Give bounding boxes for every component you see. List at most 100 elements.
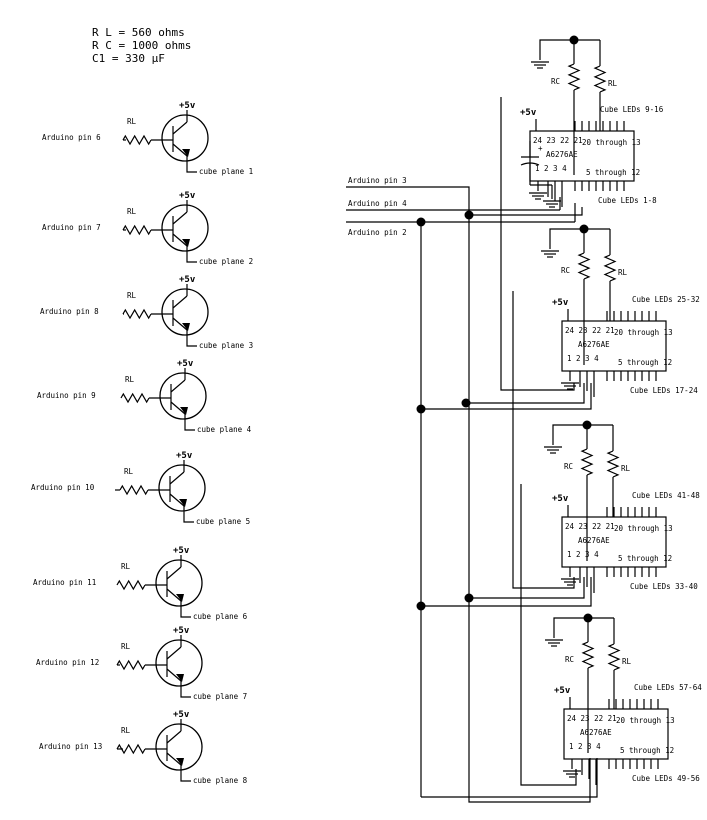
output-wire bbox=[180, 601, 191, 618]
cube-plane-label: cube plane 7 bbox=[193, 692, 247, 701]
arduino-pin-label: Arduino pin 8 bbox=[40, 307, 99, 316]
output-wire bbox=[186, 156, 197, 173]
pin3-bus bbox=[346, 186, 591, 803]
rl-resistor-icon bbox=[607, 643, 621, 671]
emitter-arrow-icon bbox=[176, 674, 184, 682]
supply-label: +5v bbox=[179, 275, 196, 285]
cube-plane-label: cube plane 5 bbox=[196, 517, 250, 526]
arduino-pin-label: Arduino pin 12 bbox=[36, 658, 99, 667]
emitter-lead bbox=[166, 668, 182, 682]
chip-pins-bottom: 1 2 3 4 bbox=[535, 164, 567, 173]
transistor-stage: Arduino pin 8 RL +5v cube plane 3 bbox=[40, 275, 253, 350]
arduino-pin-label: Arduino pin 10 bbox=[31, 483, 95, 492]
ground-icon bbox=[563, 770, 581, 778]
rl-label: RL bbox=[608, 79, 618, 88]
resistor-label: RL bbox=[127, 207, 137, 216]
transistor-stage: Arduino pin 12 RL +5v cube plane 7 bbox=[36, 626, 247, 701]
chip-range-top: 20 through 13 bbox=[582, 138, 641, 147]
rl-resistor-icon bbox=[606, 450, 620, 478]
rl-resistor-icon bbox=[122, 134, 152, 146]
cube-leds-label: Cube LEDs 1-8 bbox=[598, 196, 657, 205]
npn-transistor-icon bbox=[155, 723, 203, 771]
cube-leds-label: Cube LEDs 25-32 bbox=[632, 295, 700, 304]
chip-pins-top: 24 23 22 21 bbox=[567, 714, 617, 723]
chip-range-top: 20 through 13 bbox=[614, 524, 673, 533]
supply-label: +5v bbox=[552, 494, 569, 504]
rl-resistor-icon bbox=[119, 484, 149, 496]
ground-icon bbox=[541, 250, 559, 258]
emitter-arrow-icon bbox=[179, 499, 187, 507]
chip-range-bottom: 5 through 12 bbox=[586, 168, 640, 177]
legend-rl: R L = 560 ohms bbox=[92, 26, 185, 39]
cube-leds-label: Cube LEDs 57-64 bbox=[634, 683, 702, 692]
ground-node-wire bbox=[553, 617, 588, 638]
npn-transistor-icon bbox=[159, 372, 207, 420]
chip-pins-top: 24 23 22 21 bbox=[533, 136, 583, 145]
resistor-label: RL bbox=[127, 291, 137, 300]
supply-label: +5v bbox=[173, 626, 190, 636]
ground-node-wire bbox=[549, 228, 584, 249]
chip-pins-bottom: 1 2 3 4 bbox=[567, 354, 599, 363]
bus-input-label: Arduino pin 2 bbox=[348, 228, 407, 237]
chip-pins-top: 24 23 22 21 bbox=[565, 326, 615, 335]
interconnect-wire bbox=[500, 97, 575, 391]
junction-dot bbox=[461, 398, 471, 408]
emitter-arrow-icon bbox=[182, 149, 190, 157]
output-wire bbox=[184, 414, 195, 431]
cube-plane-label: cube plane 1 bbox=[199, 167, 253, 176]
cube-plane-label: cube plane 4 bbox=[197, 425, 252, 434]
emitter-arrow-icon bbox=[180, 407, 188, 415]
ground-icon bbox=[544, 446, 562, 454]
npn-transistor-icon bbox=[161, 204, 209, 252]
cube-plane-label: cube plane 3 bbox=[199, 341, 253, 350]
chip-range-bottom: 5 through 12 bbox=[618, 358, 672, 367]
rl-label: RL bbox=[621, 464, 631, 473]
resistor-label: RL bbox=[127, 117, 137, 126]
rl-resistor-icon bbox=[603, 254, 617, 282]
ground-icon bbox=[531, 61, 549, 69]
rc-label: RC bbox=[551, 77, 560, 86]
junction-dot bbox=[416, 217, 426, 227]
npn-transistor-icon bbox=[161, 288, 209, 336]
supply-label: +5v bbox=[176, 451, 193, 461]
cube-leds-label: Cube LEDs 17-24 bbox=[630, 386, 698, 395]
collector-lead bbox=[166, 730, 182, 744]
rl-resistor-icon bbox=[593, 65, 607, 93]
bus-wire bbox=[421, 758, 598, 798]
emitter-lead bbox=[169, 493, 185, 507]
bus-to-driver-wire bbox=[421, 577, 592, 607]
ground-icon bbox=[561, 382, 579, 390]
cube-plane-label: cube plane 6 bbox=[193, 612, 248, 621]
supply-label: +5v bbox=[179, 101, 196, 111]
npn-transistor-icon bbox=[161, 114, 209, 162]
bus-to-driver-wire bbox=[469, 207, 583, 216]
bus-to-driver-wire bbox=[421, 383, 592, 410]
bus-to-driver-wire bbox=[469, 577, 585, 599]
emitter-lead bbox=[172, 317, 188, 331]
resistor-label: RL bbox=[121, 726, 131, 735]
emitter-lead bbox=[166, 752, 182, 766]
output-wire bbox=[186, 246, 197, 263]
cube-leds-label: Cube LEDs 9-16 bbox=[600, 105, 664, 114]
collector-lead bbox=[172, 211, 188, 225]
rl-resistor-icon bbox=[116, 743, 146, 755]
emitter-lead bbox=[166, 588, 182, 602]
ground-icon bbox=[545, 639, 563, 647]
arduino-pin-label: Arduino pin 9 bbox=[37, 391, 96, 400]
emitter-lead bbox=[172, 233, 188, 247]
supply-label: +5v bbox=[177, 359, 194, 369]
rl-resistor-icon bbox=[116, 659, 146, 671]
ground-node-wire bbox=[552, 424, 587, 445]
resistor-label: RL bbox=[121, 642, 131, 651]
bus-to-driver-wire bbox=[469, 383, 585, 404]
